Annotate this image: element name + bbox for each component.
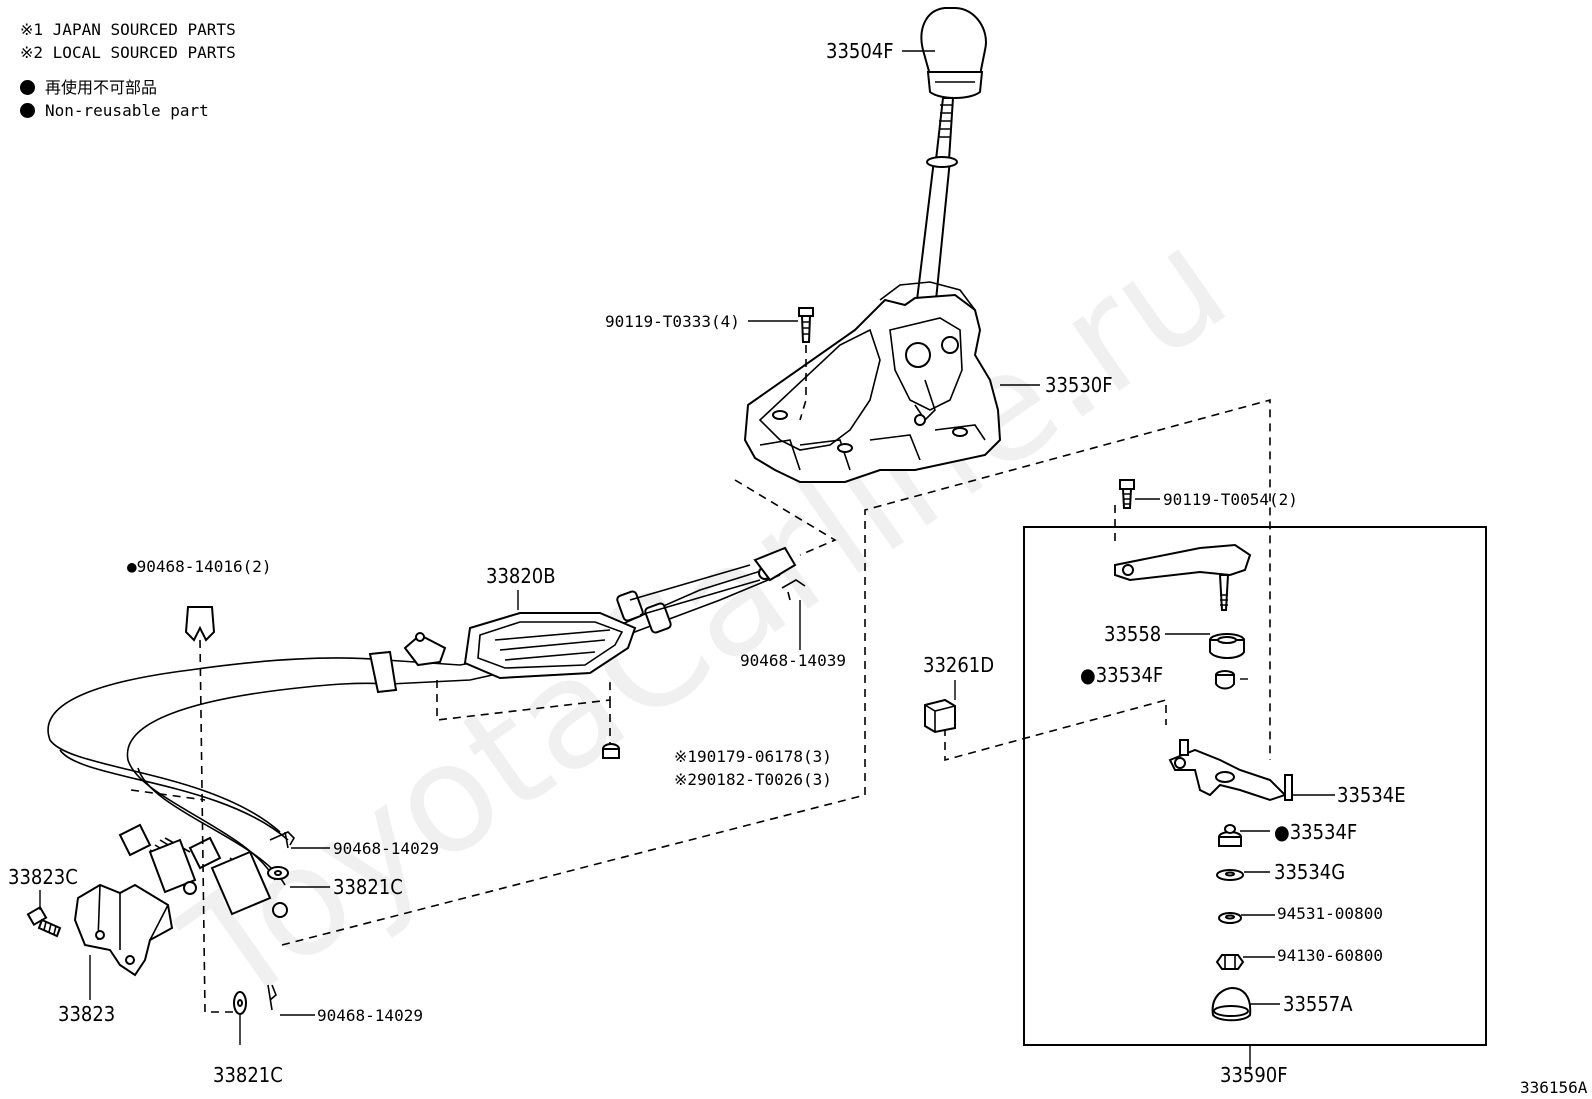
label-90468-14016: ●90468-14016(2) (127, 557, 272, 576)
label-33558: 33558 (1104, 622, 1161, 646)
label-33504F: 33504F (826, 39, 894, 63)
label-90119-T0333: 90119-T0333(4) (605, 312, 740, 331)
leader-lines (39, 50, 1335, 1070)
nut-94130-60800-part[interactable] (1215, 954, 1245, 970)
shift-lever-housing-part[interactable] (743, 281, 1002, 483)
guide-line (799, 345, 807, 421)
label-33261D: 33261D (923, 653, 994, 677)
lever-33534E-part[interactable] (1168, 739, 1293, 802)
washer-33534G-part[interactable] (1216, 869, 1244, 881)
control-cable-part[interactable] (47, 546, 797, 886)
label-33590F: 33590F (1220, 1063, 1288, 1087)
clip-90468-14016-part[interactable] (184, 606, 216, 642)
figure-id: 336156A (1520, 1078, 1588, 1097)
label-90182-T0026: ※290182-T0026(3) (674, 770, 832, 789)
clip-90468-14039-part[interactable] (781, 579, 806, 601)
clip-90468-14029-mid-part[interactable] (269, 831, 295, 849)
label-33557A: 33557A (1283, 992, 1353, 1016)
label-90468-14029-low: 90468-14029 (317, 1006, 423, 1025)
guide-lines (130, 398, 1271, 1013)
washer-33821C-low-part[interactable] (233, 991, 247, 1015)
bullet-icon (20, 103, 35, 118)
legend-nonreusable-en: Non-reusable part (20, 99, 236, 122)
bushing-33558-part[interactable] (1209, 633, 1245, 659)
label-33534F-b: ●33534F (1274, 820, 1357, 844)
cable-end-springs (118, 823, 288, 918)
label-94531-00800: 94531-00800 (1277, 904, 1383, 923)
label-33534G: 33534G (1274, 860, 1345, 884)
label-33821C-low: 33821C (213, 1063, 283, 1087)
label-90179-06178: ※190179-06178(3) (674, 747, 832, 766)
label-33534E: 33534E (1337, 783, 1406, 807)
label-90468-14039: 90468-14039 (740, 651, 846, 670)
label-33823: 33823 (58, 1002, 115, 1026)
nut-33534F-b-part[interactable] (1218, 824, 1242, 847)
shift-knob-part[interactable] (920, 7, 987, 99)
label-94130-60800: 94130-60800 (1277, 946, 1383, 965)
clip-90468-14029-low-part[interactable] (267, 984, 277, 1011)
label-33823C: 33823C (8, 865, 78, 889)
label-33534F-a: ●33534F (1080, 663, 1163, 687)
bushing-33534F-a-part[interactable] (1215, 670, 1235, 690)
label-33820B: 33820B (486, 564, 556, 588)
bushing-33557A-part[interactable] (1211, 986, 1252, 1022)
legend-nonreusable-jp-text: 再使用不可部品 (45, 78, 158, 97)
select-lever-arm-part[interactable] (1114, 543, 1252, 611)
bushing-33261D-part[interactable] (924, 698, 956, 734)
label-33821C-mid: 33821C (333, 875, 403, 899)
label-33530F: 33530F (1045, 373, 1113, 397)
part-labels: 33504F 90119-T0333(4) 33530F 90119-T0054… (8, 39, 1588, 1097)
shift-lever-rod (915, 97, 958, 301)
assembly-box-33590F (1023, 526, 1487, 1046)
label-90468-14029-mid: 90468-14029 (333, 839, 439, 858)
bolt-90119-T0333-part[interactable] (798, 307, 814, 343)
legend-japan-sourced: ※1 JAPAN SOURCED PARTS (20, 20, 236, 39)
bolt-33823C-part[interactable] (26, 905, 62, 938)
legend-local-sourced: ※2 LOCAL SOURCED PARTS (20, 43, 236, 62)
legend-nonreusable-jp: 再使用不可部品 (20, 76, 236, 99)
label-90119-T0054: 90119-T0054(2) (1163, 490, 1298, 509)
legend-nonreusable-en-text: Non-reusable part (45, 101, 209, 120)
bolt-90119-T0054-part[interactable] (1119, 479, 1135, 509)
legend: ※1 JAPAN SOURCED PARTS ※2 LOCAL SOURCED … (20, 18, 236, 122)
washer-33821C-mid-part[interactable] (267, 866, 289, 880)
washer-94531-00800-part[interactable] (1218, 912, 1242, 924)
bracket-33823-part[interactable] (73, 883, 174, 977)
nut-90179-part[interactable] (602, 743, 620, 759)
bullet-icon (20, 80, 35, 95)
